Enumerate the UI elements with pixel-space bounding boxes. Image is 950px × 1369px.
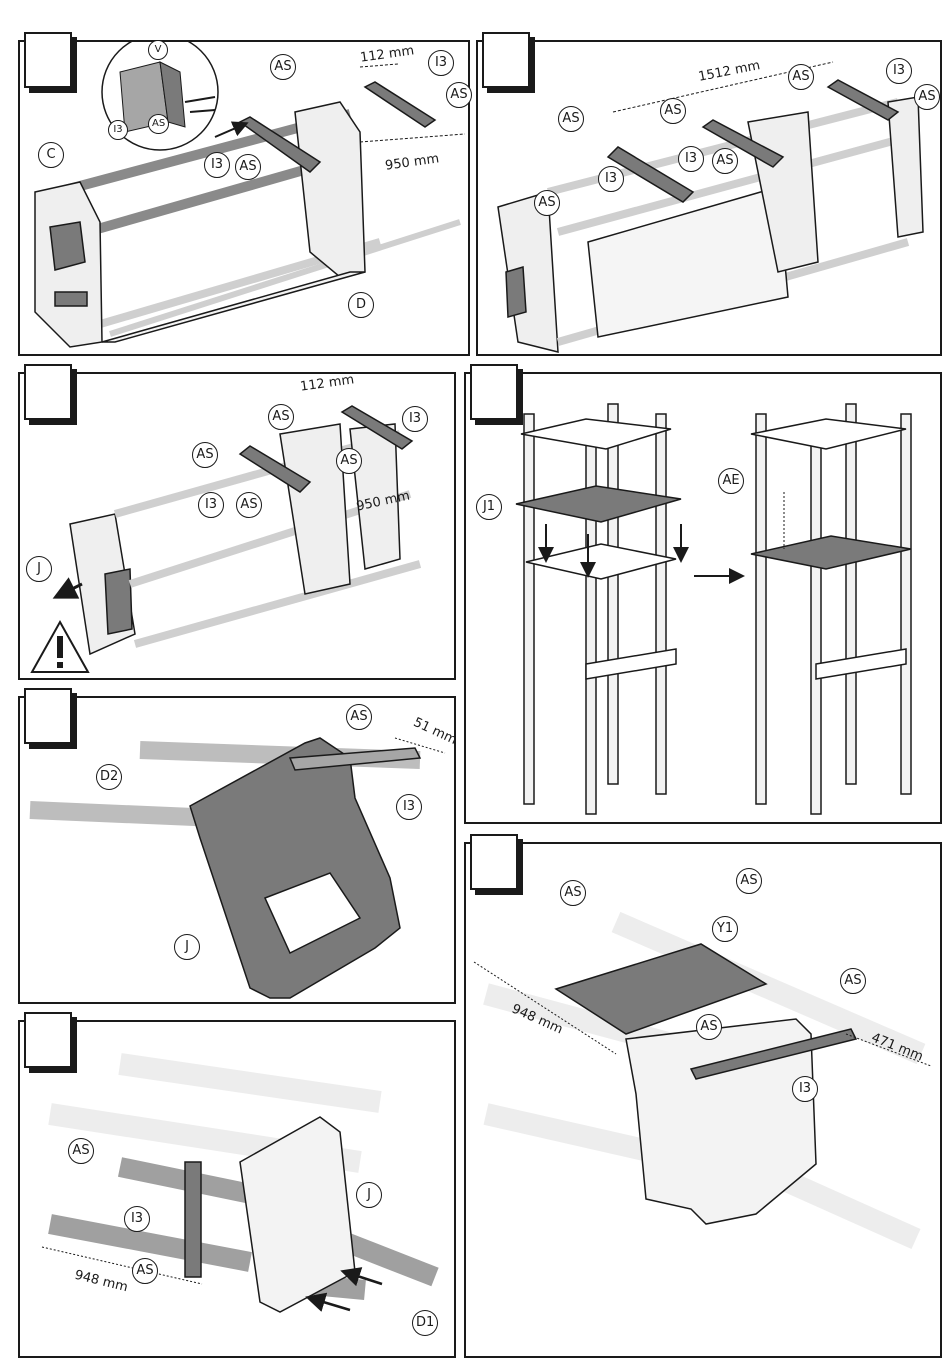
- step-panel-7: AS AS AS AS Y1 I3 948 mm 471 mm: [464, 842, 942, 1358]
- label-y1: Y1: [712, 916, 738, 942]
- label-c: C: [38, 142, 64, 168]
- label-as: AS: [270, 54, 296, 80]
- label-i3: I3: [198, 492, 224, 518]
- label-as: AS: [68, 1138, 94, 1164]
- label-j1: J1: [476, 494, 502, 520]
- label-i3: I3: [396, 794, 422, 820]
- label-as: AS: [788, 64, 814, 90]
- label-as: AS: [914, 84, 940, 110]
- label-as: AS: [840, 968, 866, 994]
- step-panel-6: AS AS I3 J D1 948 mm: [18, 1020, 456, 1358]
- label-as: AS: [696, 1014, 722, 1040]
- assembly-illustration: [20, 698, 458, 1006]
- assembly-illustration: [466, 374, 944, 826]
- label-i3: I3: [124, 1206, 150, 1232]
- label-i3: I3: [678, 146, 704, 172]
- label-i3: I3: [204, 152, 230, 178]
- assembly-illustration: [466, 844, 944, 1360]
- warning-icon: [32, 622, 88, 672]
- step-panel-5: D2 J AS I3 51 mm: [18, 696, 456, 1004]
- label-i3-small: I3: [108, 120, 128, 140]
- label-as: AS: [336, 448, 362, 474]
- label-d1: D1: [412, 1310, 438, 1336]
- label-as: AS: [268, 404, 294, 430]
- label-as: AS: [236, 492, 262, 518]
- assembly-illustration: [20, 374, 458, 682]
- label-i3: I3: [886, 58, 912, 84]
- label-i3: I3: [598, 166, 624, 192]
- step-panel-4: J1 AE: [464, 372, 942, 824]
- label-i3: I3: [402, 406, 428, 432]
- label-as: AS: [736, 868, 762, 894]
- label-as: AS: [446, 82, 472, 108]
- label-d: D: [348, 292, 374, 318]
- label-as-zoom: AS: [148, 114, 169, 134]
- assembly-illustration: [20, 1022, 458, 1360]
- label-as: AS: [560, 880, 586, 906]
- label-as: AS: [235, 154, 261, 180]
- label-ae: AE: [718, 468, 744, 494]
- label-i3: I3: [428, 50, 454, 76]
- label-j: J: [356, 1182, 382, 1208]
- label-as: AS: [132, 1258, 158, 1284]
- label-as: AS: [534, 190, 560, 216]
- label-as: AS: [558, 106, 584, 132]
- label-as: AS: [660, 98, 686, 124]
- label-d2: D2: [96, 764, 122, 790]
- label-v: V: [148, 40, 168, 60]
- step-panel-2: 1512 mm AS AS AS AS AS AS I3 I3 I3: [476, 40, 942, 356]
- step-panel-1: C D V I3 AS AS AS AS I3 I3 112 mm 950 mm: [18, 40, 470, 356]
- label-as: AS: [712, 148, 738, 174]
- label-as: AS: [192, 442, 218, 468]
- label-j: J: [174, 934, 200, 960]
- label-j: J: [26, 556, 52, 582]
- assembly-illustration: [20, 42, 472, 358]
- label-i3: I3: [792, 1076, 818, 1102]
- label-as: AS: [346, 704, 372, 730]
- step-panel-3: J AS AS AS AS I3 I3 112 mm 950 mm: [18, 372, 456, 680]
